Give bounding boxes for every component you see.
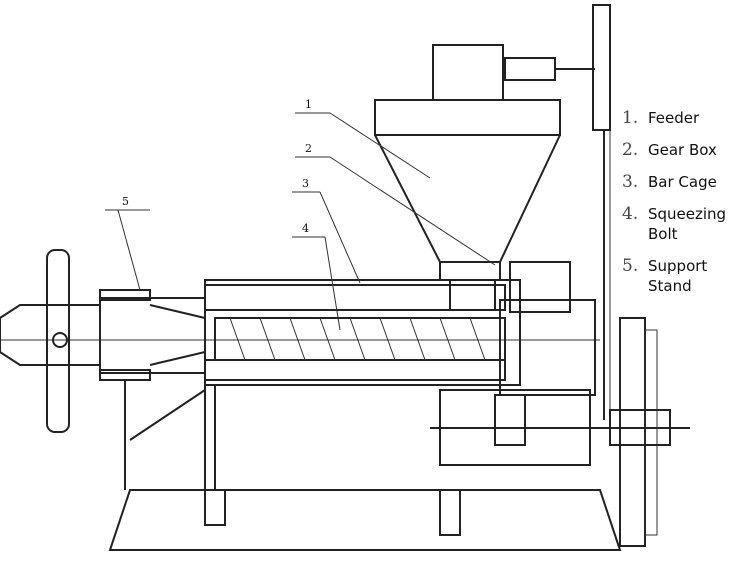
svg-text:2: 2 — [305, 142, 312, 155]
legend-item: 2.Gear Box — [622, 140, 717, 160]
callout-2: 2 — [295, 142, 496, 266]
support-stand — [108, 380, 622, 551]
callout-5: 5 — [105, 195, 150, 291]
motor — [432, 4, 611, 420]
pulley — [609, 317, 671, 547]
legend-item: 1.Feeder — [622, 108, 700, 128]
svg-text:5: 5 — [122, 195, 129, 208]
legend-item: 5.Support Stand — [622, 256, 708, 295]
callout-3: 3 — [292, 177, 361, 284]
gear-box — [430, 261, 690, 466]
outlet-cone — [0, 249, 206, 433]
bar-cage — [204, 279, 600, 386]
legend-item: 3.Bar Cage — [622, 172, 717, 192]
svg-text:4: 4 — [302, 222, 309, 235]
squeezing-bolt — [214, 317, 506, 361]
legend: 1.Feeder 2.Gear Box 3.Bar Cage 4.Squeezi… — [622, 108, 743, 308]
svg-text:1: 1 — [305, 98, 312, 111]
legend-item: 4.Squeezing Bolt — [622, 204, 727, 243]
callout-4: 4 — [292, 222, 341, 331]
callout-1: 1 — [295, 98, 431, 179]
svg-text:3: 3 — [302, 177, 309, 190]
